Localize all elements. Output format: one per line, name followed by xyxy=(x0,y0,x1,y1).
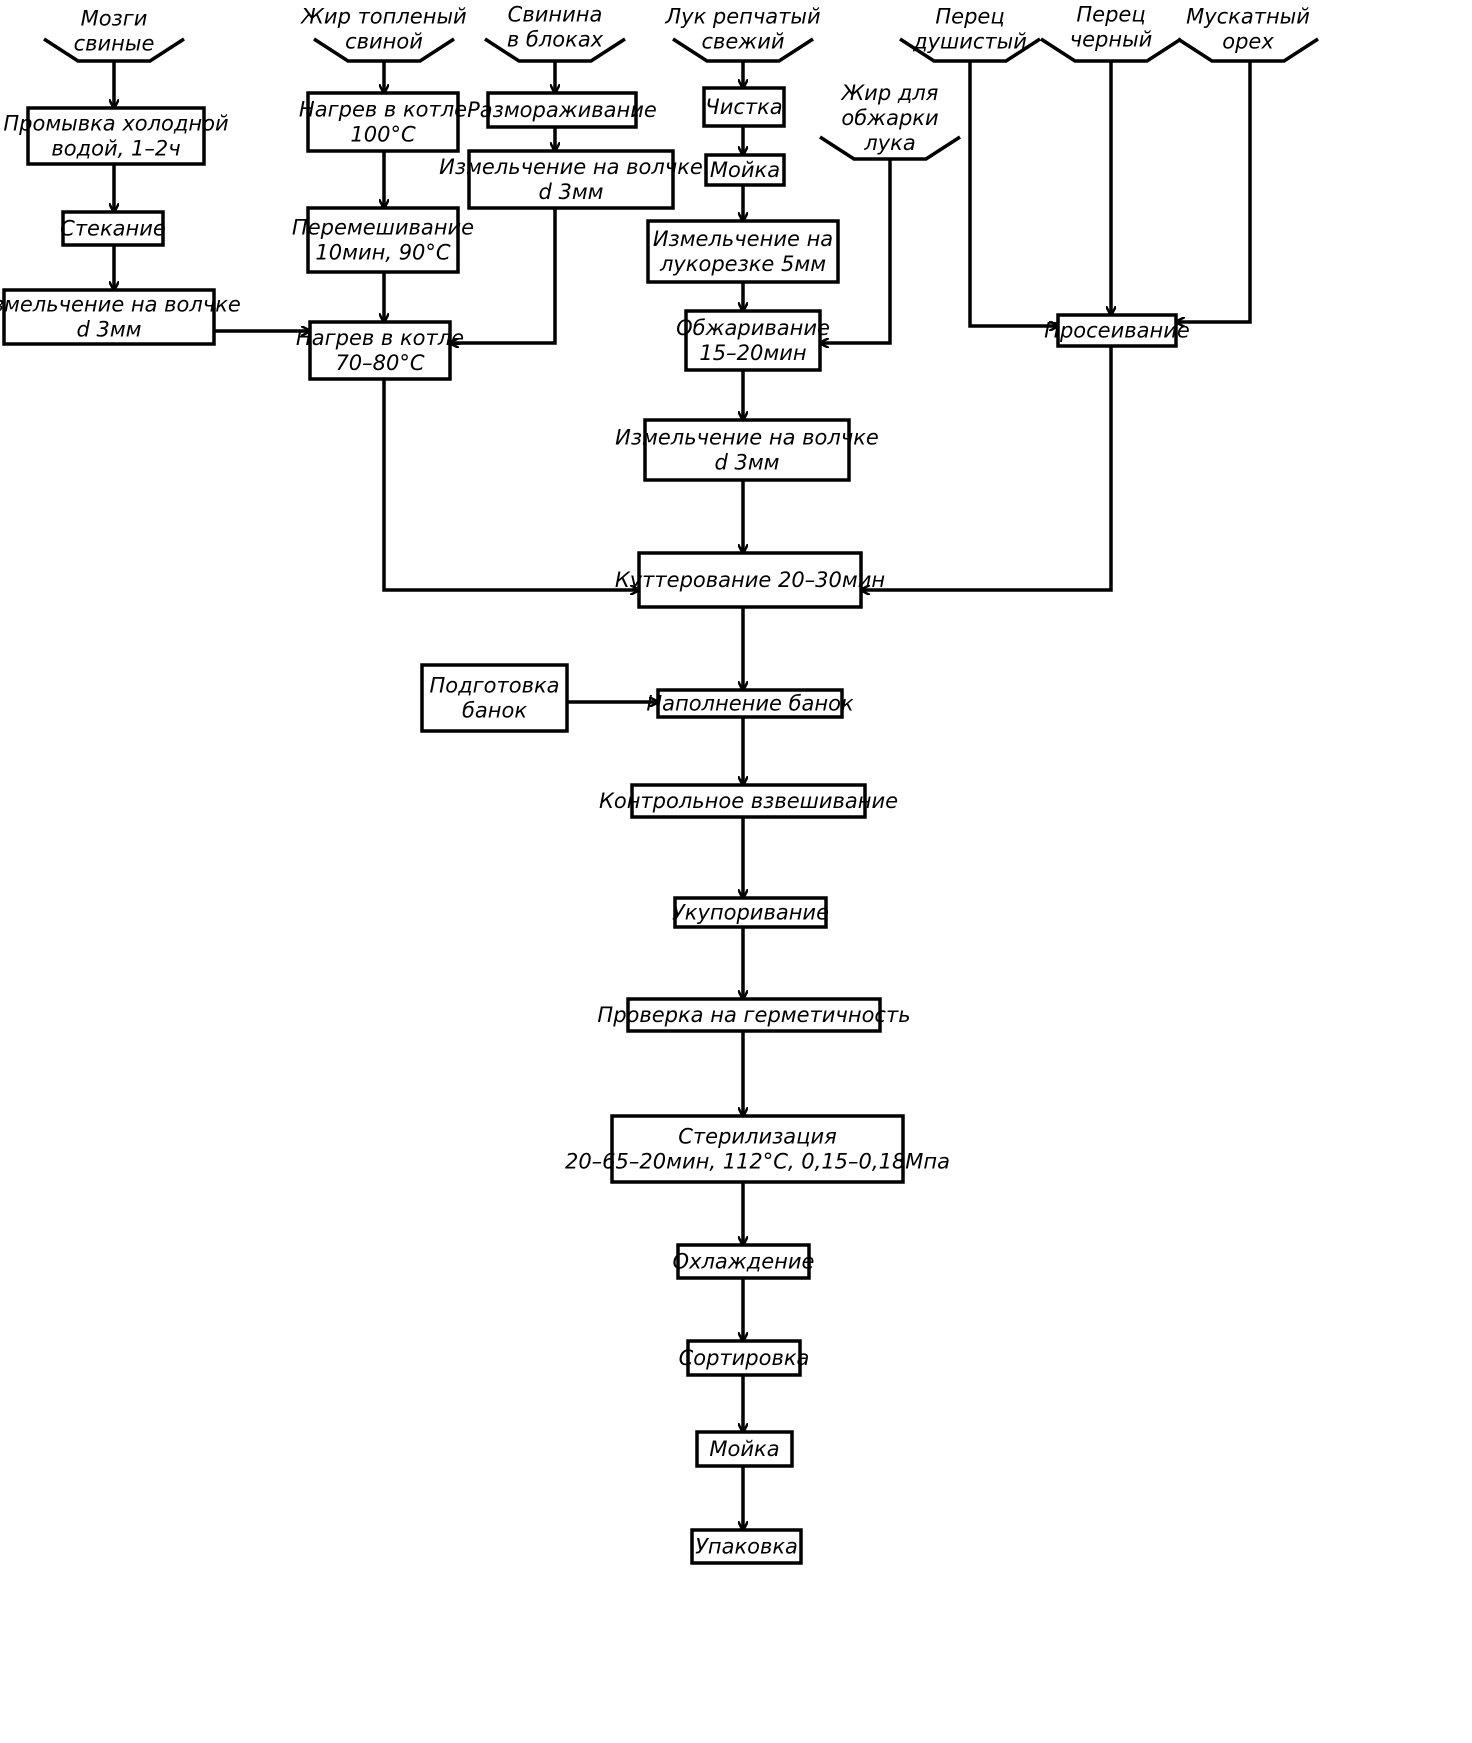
flow-arrow xyxy=(1176,61,1252,322)
step-sterilize-label: Стерилизация xyxy=(678,1125,836,1149)
step-mince_onion-label: Измельчение на волчке xyxy=(615,426,879,450)
input-funnel-pork xyxy=(484,37,626,63)
input-funnel-nutmeg xyxy=(1177,37,1319,63)
input-allspice-label: душистый xyxy=(912,30,1027,54)
step-heat_mix-box xyxy=(308,320,452,381)
input-allspice-label: Перец xyxy=(935,5,1004,29)
step-sort-box xyxy=(686,1339,802,1377)
step-heat_fat-box xyxy=(306,91,460,153)
step-cool-box xyxy=(676,1243,811,1280)
step-drain-box xyxy=(61,210,165,247)
input-pepper-label: Перец xyxy=(1076,3,1145,27)
step-heat_mix-label: Нагрев в котле xyxy=(296,326,464,350)
step-cans_prep-label: Подготовка xyxy=(429,674,559,698)
step-sort-label: Сортировка xyxy=(679,1346,810,1370)
step-wash_brain-box xyxy=(26,106,206,166)
step-fry-label: 15–20мин xyxy=(699,341,806,365)
step-mince_brain-label: Измельчение на волчке xyxy=(0,293,241,317)
step-leak_test-label: Проверка на герметичность xyxy=(597,1003,910,1027)
step-drain-label: Стекание xyxy=(60,217,166,241)
step-slice_onion-label: Измельчение на xyxy=(653,227,833,251)
input-fat-label: Жир топленый xyxy=(299,5,466,29)
step-peel-label: Чистка xyxy=(705,95,782,119)
step-heat_fat-label: Нагрев в котле xyxy=(299,98,467,122)
flow-arrow xyxy=(382,379,639,590)
step-pack-label: Упаковка xyxy=(695,1535,798,1559)
step-mince_brain-label: d 3мм xyxy=(76,318,141,342)
step-fry-box xyxy=(684,309,822,372)
input-fat-label: свиной xyxy=(345,30,423,54)
step-thaw-box xyxy=(486,91,638,129)
step-fill-box xyxy=(656,688,844,719)
step-sterilize-label: 20–65–20мин, 112°С, 0,15–0,18Мпа xyxy=(565,1150,950,1174)
input-fry_fat-label: обжарки xyxy=(841,106,938,130)
edges xyxy=(114,61,1252,1530)
input-pork-label: Свинина xyxy=(508,3,603,27)
step-stir-box xyxy=(306,206,460,274)
flow-arrow xyxy=(820,159,892,343)
step-sterilize-box xyxy=(610,1114,905,1184)
input-funnel-fat xyxy=(313,37,455,63)
step-sift-box xyxy=(1056,313,1178,348)
step-wash_cans-label: Мойка xyxy=(709,1437,779,1461)
step-mince_pork-label: d 3мм xyxy=(538,180,603,204)
step-seal-label: Укупоривание xyxy=(672,901,829,925)
step-seal-box xyxy=(673,896,828,929)
input-pepper-label: черный xyxy=(1070,28,1153,52)
step-wash_brain-label: Промывка холодной xyxy=(3,112,228,136)
step-fill-label: Наполнение банок xyxy=(646,692,854,716)
step-stir-label: Перемешивание xyxy=(292,216,474,240)
input-brain-label: свиные xyxy=(74,32,155,56)
step-mince_onion-label: d 3мм xyxy=(714,451,779,475)
step-stir-label: 10мин, 90°С xyxy=(315,241,451,265)
step-mince_pork-box xyxy=(467,149,675,210)
step-slice_onion-box xyxy=(646,219,840,284)
input-onion-label: свежий xyxy=(701,30,784,54)
step-wash_onion-box xyxy=(704,153,786,187)
step-cutter-box xyxy=(637,551,863,609)
step-wash_brain-label: водой, 1–2ч xyxy=(51,137,180,161)
step-sift-label: Просеивание xyxy=(1044,319,1190,343)
input-nutmeg-label: орех xyxy=(1222,30,1274,54)
input-pork-label: в блоках xyxy=(507,28,604,52)
input-nutmeg-label: Мускатный xyxy=(1186,5,1310,29)
flow-arrow xyxy=(450,208,557,343)
step-mince_onion-box xyxy=(643,418,851,482)
input-funnel-allspice xyxy=(899,37,1041,63)
step-weigh-label: Контрольное взвешивание xyxy=(599,789,898,813)
step-heat_fat-label: 100°С xyxy=(350,123,416,147)
step-pack-box xyxy=(690,1528,803,1565)
input-onion-label: Лук репчатый xyxy=(664,5,820,29)
step-cans_prep-label: банок xyxy=(462,699,527,723)
step-mince_brain-box xyxy=(2,288,216,346)
input-funnel-onion xyxy=(672,37,814,63)
input-fry_fat-label: Жир для xyxy=(840,81,939,105)
step-fry-label: Обжаривание xyxy=(676,316,830,340)
step-cans_prep-box xyxy=(420,663,569,733)
step-wash_onion-label: Мойка xyxy=(710,158,780,182)
step-leak_test-box xyxy=(626,997,882,1033)
input-funnel-fry_fat xyxy=(819,135,961,161)
input-funnel-pepper xyxy=(1040,37,1182,63)
step-peel-box xyxy=(702,86,786,128)
input-funnel-brain xyxy=(43,37,185,63)
step-cutter-label: Куттерование 20–30мин xyxy=(615,568,885,592)
input-brain-label: Мозги xyxy=(81,7,148,31)
step-cool-label: Охлаждение xyxy=(673,1250,815,1274)
flow-arrow xyxy=(861,346,1113,590)
step-slice_onion-label: лукорезке 5мм xyxy=(659,252,826,276)
step-wash_cans-box xyxy=(695,1430,794,1468)
step-thaw-label: Размораживание xyxy=(467,98,657,122)
step-heat_mix-label: 70–80°С xyxy=(335,351,424,375)
step-weigh-box xyxy=(630,783,867,819)
input-fry_fat-label: лука xyxy=(863,131,915,155)
step-mince_pork-label: Измельчение на волчке xyxy=(439,155,703,179)
flow-arrow xyxy=(968,61,1058,326)
